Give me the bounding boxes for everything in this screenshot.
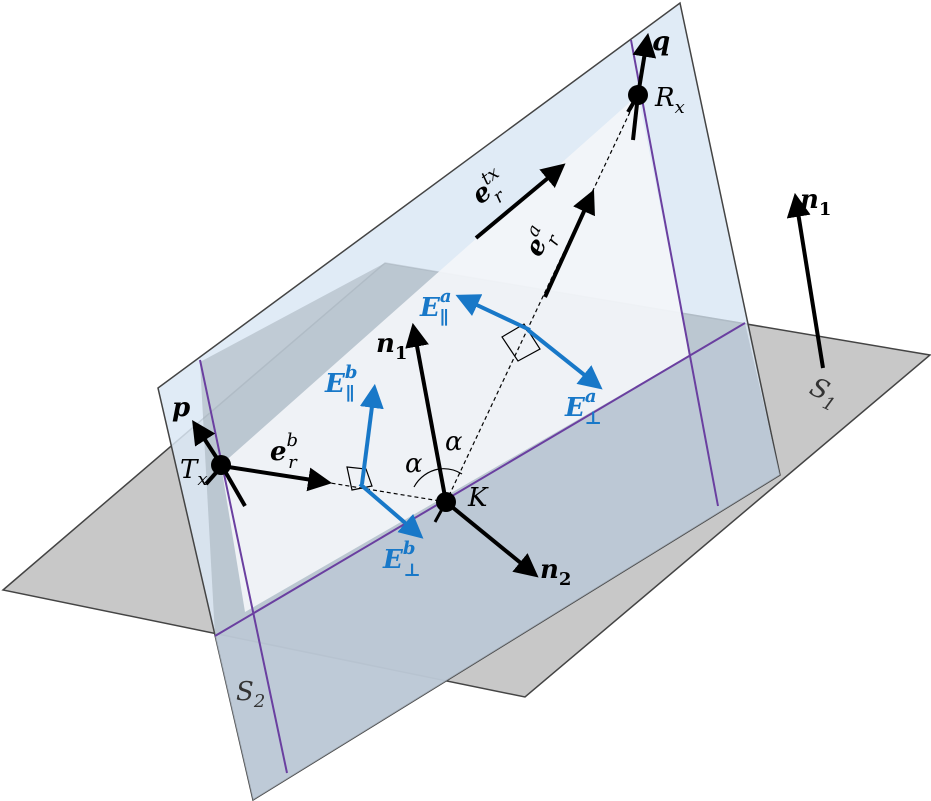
label-e-par-a: Ea∥ xyxy=(419,286,452,329)
vector-e-perp-a xyxy=(526,328,603,390)
label-e-perp-b: Eb⊥ xyxy=(382,538,421,581)
point-k xyxy=(436,492,456,512)
label-rx: Rx xyxy=(654,83,685,118)
label-e-perp-a: Ea⊥ xyxy=(564,386,602,429)
vector-n1-right xyxy=(786,192,825,369)
vector-e-par-b xyxy=(359,383,384,485)
ray-k-rx xyxy=(445,94,639,503)
label-e-par-b: Eb∥ xyxy=(324,362,357,405)
label-n2: n2 xyxy=(540,555,571,590)
right-angle-mark-a xyxy=(501,323,541,362)
label-alpha-left: α xyxy=(405,449,423,479)
point-rx xyxy=(628,85,648,105)
wall-edge-line-right xyxy=(630,39,719,507)
label-p: p xyxy=(172,393,190,423)
vector-n2 xyxy=(444,500,539,578)
vector-e-perp-b xyxy=(358,482,424,539)
label-alpha-right: α xyxy=(445,427,463,457)
label-s2: S2 xyxy=(236,677,265,712)
vector-e-a xyxy=(543,189,595,298)
vector-e-par-a xyxy=(455,294,531,332)
right-angle-mark-b xyxy=(346,466,373,491)
vector-e-tx xyxy=(474,163,566,240)
angle-arc-left xyxy=(413,468,440,488)
plane-intersection-line xyxy=(214,322,746,637)
label-n1-right: n1 xyxy=(800,185,831,220)
vector-e-b xyxy=(221,464,333,492)
label-n1-center: n1 xyxy=(376,329,407,364)
label-q: q xyxy=(652,27,670,57)
label-k: K xyxy=(467,483,489,513)
incidence-plane xyxy=(221,95,690,612)
plane-overlap-region xyxy=(215,323,780,800)
label-tx: Tx xyxy=(180,455,208,490)
point-tx xyxy=(211,455,231,475)
vector-n1-center xyxy=(405,322,448,503)
